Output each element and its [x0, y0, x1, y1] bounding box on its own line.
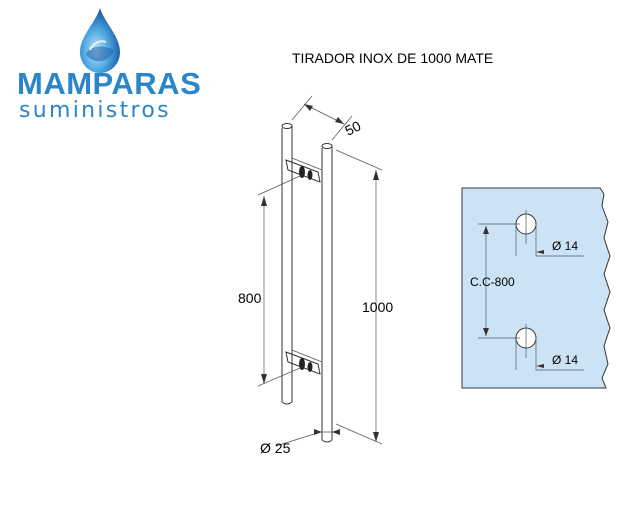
dimension-1000	[335, 149, 383, 445]
dimension-diameter-label: Ø 25	[260, 440, 291, 456]
dimension-1000-label: 1000	[362, 299, 393, 315]
dimension-50	[291, 95, 353, 141]
lower-standoff	[285, 349, 323, 375]
water-drop-logo-icon	[80, 8, 120, 73]
center-distance-dimension	[478, 223, 520, 339]
center-distance-label: C.C-800	[470, 275, 515, 289]
panel-hole-top	[515, 210, 584, 257]
brand-name: MAMPARAS	[17, 66, 202, 101]
hole-bottom-diameter-label: Ø 14	[552, 353, 578, 367]
hole-top-diameter-label: Ø 14	[552, 239, 578, 253]
handle-front-bar	[321, 143, 333, 443]
dimension-diameter-25	[275, 429, 340, 447]
dimension-800-label: 800	[238, 290, 262, 306]
upper-standoff	[285, 157, 323, 183]
brand-subtitle: suministros	[19, 98, 171, 123]
dimension-50-label: 50	[342, 117, 363, 138]
dimension-800	[257, 175, 301, 387]
page-title: TIRADOR INOX DE 1000 MATE	[292, 50, 494, 66]
